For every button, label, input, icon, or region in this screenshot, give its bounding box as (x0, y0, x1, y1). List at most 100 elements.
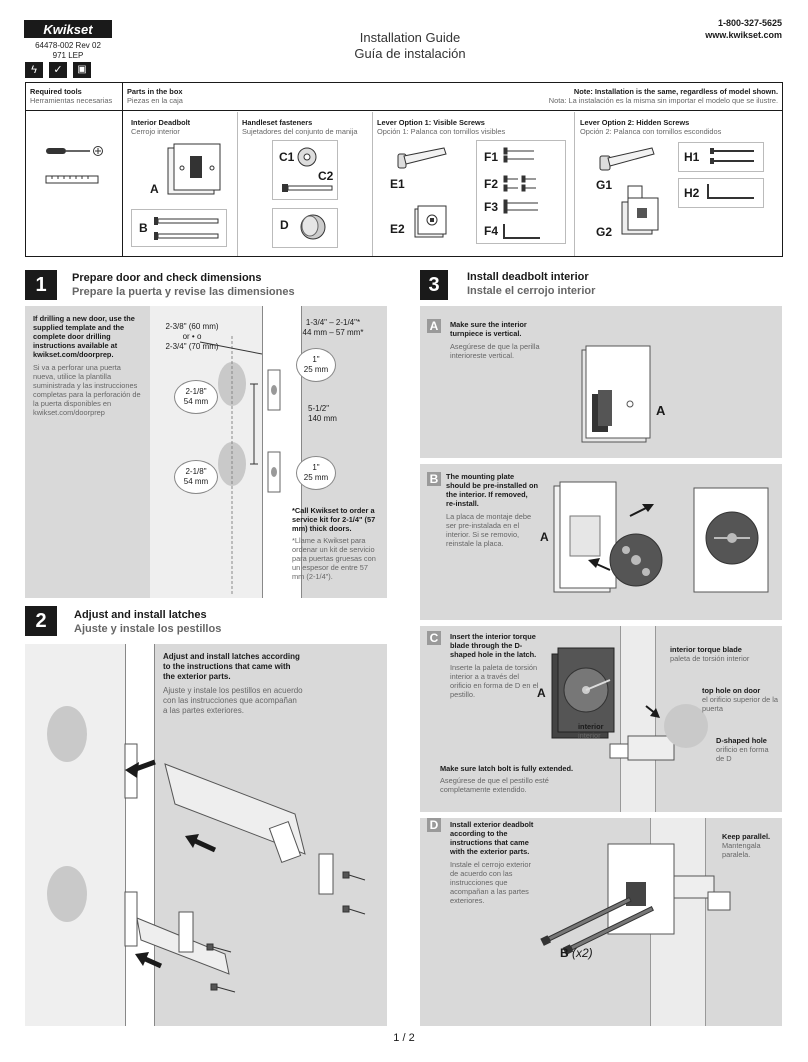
part-label-e1: E1 (390, 177, 405, 191)
lever-handle-image (397, 147, 447, 169)
page-number: 1 / 2 (393, 1032, 415, 1044)
thick-door-note: *Call Kwikset to order a service kit for… (292, 506, 376, 581)
hole-bottom-callout: 2-1/8" 54 mm (174, 460, 218, 494)
tools-divider (122, 82, 123, 257)
col-deadbolt-header: Interior Deadbolt Cerrojo interior (131, 118, 191, 136)
parts-table (25, 82, 783, 257)
step-3d-text: Install exterior deadbolt according to t… (450, 820, 534, 905)
keep-parallel-note: Keep parallel. Mantengala paralela. (722, 832, 771, 859)
part-h2-box (678, 178, 764, 208)
step-2-door-face (25, 644, 125, 1026)
step-2-title: Adjust and install latches Ajuste y inst… (74, 609, 222, 635)
step-3a-letter: A (427, 319, 441, 333)
hidden-lever-image (599, 147, 655, 171)
pin-screws-image (710, 148, 754, 164)
col-fasteners-header: Handleset fasteners Sujetadores del conj… (242, 118, 358, 136)
latches-diagram (47, 706, 366, 993)
step-3c-door-edge (620, 626, 656, 812)
parts-header: Parts in the box Piezas en la caja (127, 87, 183, 105)
title-es: Guía de instalación (354, 46, 466, 61)
part-f-box (476, 140, 566, 244)
washer-image (297, 147, 317, 167)
part-b-box (131, 209, 227, 247)
part-label-c2: C2 (318, 169, 334, 183)
part-label-f3: F3 (484, 200, 499, 214)
step-2-text: Adjust and install latches according to … (163, 652, 303, 715)
step-3b-text: The mounting plate should be pre-install… (446, 472, 538, 548)
parts-note: Note: Installation is the same, regardle… (548, 87, 778, 105)
col-divider-2 (372, 112, 373, 256)
step-3c-letter: C (427, 631, 441, 645)
doc-number: 64478-002 Rev 02 (35, 41, 101, 50)
hex-key-image (707, 184, 754, 199)
step-3b-letter: B (427, 472, 441, 486)
latch-extended-note: Make sure latch bolt is fully extended. … (440, 764, 574, 794)
hole-top-callout: 2-1/8" 54 mm (174, 380, 218, 414)
turnpiece-diagram (581, 345, 651, 443)
brand-logo: Kwikset (24, 20, 112, 38)
ruler-icon (45, 175, 99, 184)
lock-icon: ▣ (73, 62, 91, 78)
cap-image (300, 214, 326, 240)
long-bolt-image (282, 184, 333, 192)
drill-holes-diagram (199, 336, 281, 596)
interior-deadbolt-image (167, 143, 221, 195)
interior-label: interior interior (578, 722, 604, 740)
step-3-number: 3 (420, 270, 448, 300)
edge-top-callout: 1" 25 mm (296, 348, 336, 382)
backset-dimensions: 2-3/8" (60 mm) or • o 2-3/4" (70 mm) (165, 322, 219, 351)
part-label-g2: G2 (596, 225, 613, 239)
guide-title: Installation Guide Guía de instalación (300, 30, 520, 62)
phone-number: 1-800-327-5625 (717, 18, 782, 28)
part-label-d: D (280, 218, 289, 232)
step-3c-label: A (537, 686, 546, 700)
part-h1-box (678, 142, 764, 172)
step-1-title: Prepare door and check dimensions Prepar… (72, 272, 295, 298)
col-divider-3 (574, 112, 575, 256)
website-link[interactable]: www.kwikset.com (705, 30, 782, 40)
mounting-plate-diagram (553, 481, 769, 593)
step-3a-text: Make sure the interior turnpiece is vert… (450, 320, 540, 360)
door-thickness: 1-3/4" – 2-1/4"* 44 mm – 57 mm* (302, 318, 364, 337)
small-screws-image (503, 147, 540, 239)
part-label-a: A (150, 182, 159, 196)
part-label-h2: H2 (684, 186, 700, 200)
d-hole-label: D-shaped hole orificio en forma de D (716, 736, 769, 763)
hidden-rose-image (621, 185, 659, 235)
lever-rose-image (414, 205, 447, 238)
step-3c-text: Insert the interior torque blade through… (450, 632, 539, 699)
model-number: 971 LEP (52, 51, 84, 60)
part-label-h1: H1 (684, 150, 700, 164)
top-hole-label: top hole on door el orificio superior de… (702, 686, 778, 713)
part-label-f4: F4 (484, 224, 499, 238)
torque-blade-label: interior torque blade paleta de torsión … (670, 645, 750, 663)
col-divider-1 (237, 112, 238, 256)
step-3a-label: A (656, 403, 666, 418)
part-label-e2: E2 (390, 222, 405, 236)
check-icon: ✓ (49, 62, 67, 78)
title-en: Installation Guide (359, 30, 461, 45)
exterior-deadbolt-diagram (540, 843, 731, 956)
header-icons: ϟ ✓ ▣ (25, 62, 91, 78)
part-label-f2: F2 (484, 177, 499, 191)
col-lever1-header: Lever Option 1: Visible Screws Opción 1:… (377, 118, 506, 136)
part-label-c1: C1 (279, 150, 295, 164)
step-3b-label: A (540, 530, 549, 544)
edge-bottom-callout: 1" 25 mm (296, 456, 336, 490)
table-header-rule (25, 110, 783, 111)
step-3d-label: B (x2) (560, 946, 593, 960)
part-c-box (272, 140, 338, 200)
step-1-text: If drilling a new door, use the supplied… (33, 314, 141, 417)
step-3-title: Install deadbolt interior Instale el cer… (467, 271, 596, 297)
step-2-number: 2 (25, 606, 57, 636)
step-3d-letter: D (427, 818, 441, 832)
part-d-box (272, 208, 338, 248)
lightning-icon: ϟ (25, 62, 43, 78)
tools-header: Required tools Herramientas necesarias (30, 87, 113, 105)
long-screws-image (154, 217, 219, 240)
hole-spacing: 5-1/2" 140 mm (308, 404, 337, 423)
screwdriver-icon (46, 146, 103, 156)
col-lever2-header: Lever Option 2: Hidden Screws Opción 2: … (580, 118, 722, 136)
part-label-b: B (139, 221, 148, 235)
step-1-number: 1 (25, 270, 57, 300)
